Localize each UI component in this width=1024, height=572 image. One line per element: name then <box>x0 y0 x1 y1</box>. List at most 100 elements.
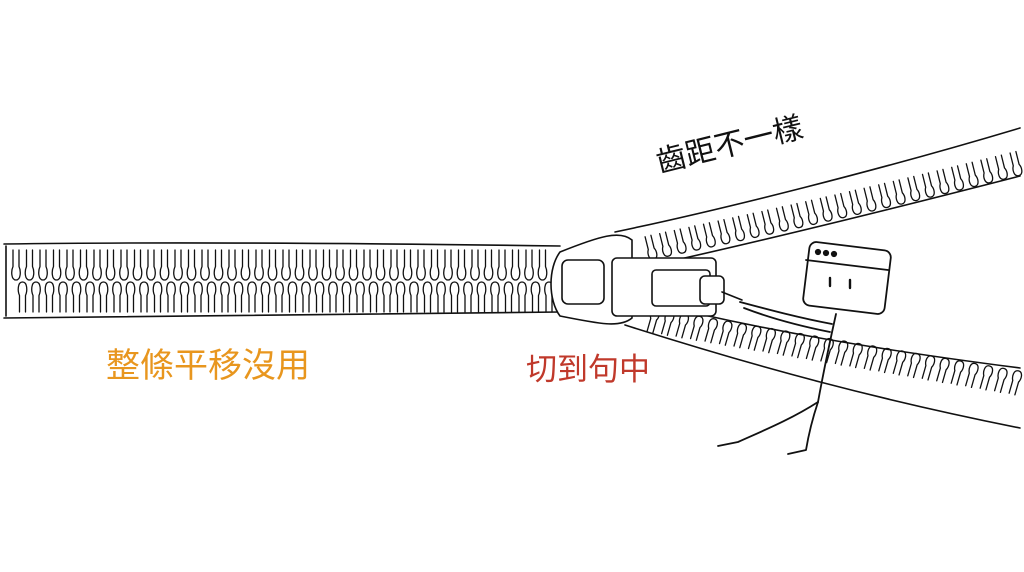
zipper-tooth <box>166 281 176 313</box>
zipper-tooth <box>281 249 291 281</box>
zipper-tooth <box>31 281 41 313</box>
zipper-tooth <box>78 249 89 281</box>
zipper-tooth <box>375 249 386 281</box>
zipper-tooth <box>921 172 935 198</box>
zipper-tooth <box>951 165 965 191</box>
zipper-tooth <box>368 281 379 313</box>
zipper-tooth <box>314 281 325 313</box>
zipper-tooth <box>689 315 704 341</box>
zipper-tooth <box>1009 150 1023 177</box>
zipper-tooth <box>179 281 190 313</box>
zipper-tooth <box>878 347 892 374</box>
zipper-tooth <box>503 281 514 313</box>
zipper-tooth <box>139 281 149 313</box>
zipper-tooth <box>98 281 109 313</box>
zipper-tooth <box>11 249 21 281</box>
zipper-tooth <box>436 281 446 313</box>
zipper-tooth <box>152 281 163 313</box>
zipper-tooth <box>301 281 311 313</box>
zipper-tooth <box>112 281 122 313</box>
zipper-tooth <box>186 249 197 281</box>
zipper-tooth <box>497 249 507 281</box>
zipper-tooth <box>834 192 848 219</box>
zipper-tooth <box>790 202 804 229</box>
zipper-tooth <box>732 215 746 242</box>
zipper-tooth <box>463 281 473 313</box>
zipper-tooth <box>321 249 332 281</box>
zipper-tooth <box>51 249 62 281</box>
zipper-tooth <box>733 323 747 349</box>
zipper-tooth <box>775 206 789 232</box>
zipper-tooth <box>456 249 467 281</box>
closed-zipper-tape <box>3 242 561 319</box>
zipper-tooth <box>71 281 82 313</box>
zipper-tooth <box>1008 370 1023 396</box>
zipper-tooth <box>287 281 298 313</box>
zipper-tooth <box>907 175 921 202</box>
zipper-tooth <box>382 281 392 313</box>
closed-zipper-teeth <box>11 249 554 313</box>
zipper-tooth <box>355 281 365 313</box>
zipper-tooth <box>848 189 862 215</box>
zipper-tooth <box>429 249 440 281</box>
zipper-tooth <box>274 281 284 313</box>
zipper-tooth <box>233 281 244 313</box>
zipper-tooth <box>849 342 863 369</box>
zipper-tooth <box>762 327 776 354</box>
zipper-tooth <box>776 330 791 356</box>
zipper-tooth <box>994 154 1008 180</box>
zipper-tooth <box>761 209 775 235</box>
zipper-tooth <box>362 249 372 281</box>
zipper-tooth <box>892 179 906 205</box>
zipper-tooth <box>490 281 500 313</box>
zipper-tooth <box>146 249 156 281</box>
zipper-tooth <box>260 281 271 313</box>
zipper-tooth <box>688 225 702 251</box>
zipper-tooth <box>449 281 460 313</box>
zipper-tooth <box>240 249 251 281</box>
zipper-tooth <box>24 249 35 281</box>
zipper-tooth <box>254 249 264 281</box>
zipper-tooth <box>517 281 527 313</box>
zipper-tooth <box>704 318 719 344</box>
zipper-tooth <box>335 249 345 281</box>
zipper-tooth <box>348 249 359 281</box>
zipper-tooth <box>791 332 805 359</box>
zipper-tooth <box>644 234 658 261</box>
zipper-tooth <box>950 360 965 386</box>
zipper-tooth <box>747 325 762 351</box>
zipper-tooth <box>92 249 102 281</box>
zipper-tooth <box>907 352 921 379</box>
zipper-tooth <box>470 249 480 281</box>
zipper-tooth <box>819 196 833 222</box>
zipper-tooth <box>389 249 399 281</box>
zipper-tooth <box>220 281 230 313</box>
zipper-tooth <box>247 281 257 313</box>
zipper-tooth <box>965 362 979 389</box>
zipper-tooth <box>328 281 338 313</box>
zipper-slider <box>550 234 743 325</box>
zipper-tooth <box>213 249 224 281</box>
zipper-tooth <box>921 355 936 381</box>
zipper-tooth <box>965 161 979 188</box>
zipper-tooth <box>878 182 892 209</box>
zipper-tooth <box>659 231 673 257</box>
zipper-tooth <box>979 365 994 391</box>
zipper-tooth <box>524 249 534 281</box>
zipper-tooth <box>17 281 28 313</box>
zipper-tooth <box>85 281 95 313</box>
zipper-tooth <box>125 281 136 313</box>
zipper-tooth <box>395 281 406 313</box>
upper-zipper-teeth <box>644 150 1023 261</box>
zipper-tooth <box>267 249 278 281</box>
zipper-tooth <box>206 281 217 313</box>
zipper-tooth <box>483 249 494 281</box>
zipper-tooth <box>717 218 731 245</box>
zipper-tooth <box>44 281 55 313</box>
zipper-tooth <box>159 249 170 281</box>
zipper-tooth <box>402 249 413 281</box>
zipper-tooth <box>805 199 819 226</box>
zipper-tooth <box>65 249 75 281</box>
zipper-tooth <box>443 249 453 281</box>
browser-window-head <box>802 241 892 315</box>
